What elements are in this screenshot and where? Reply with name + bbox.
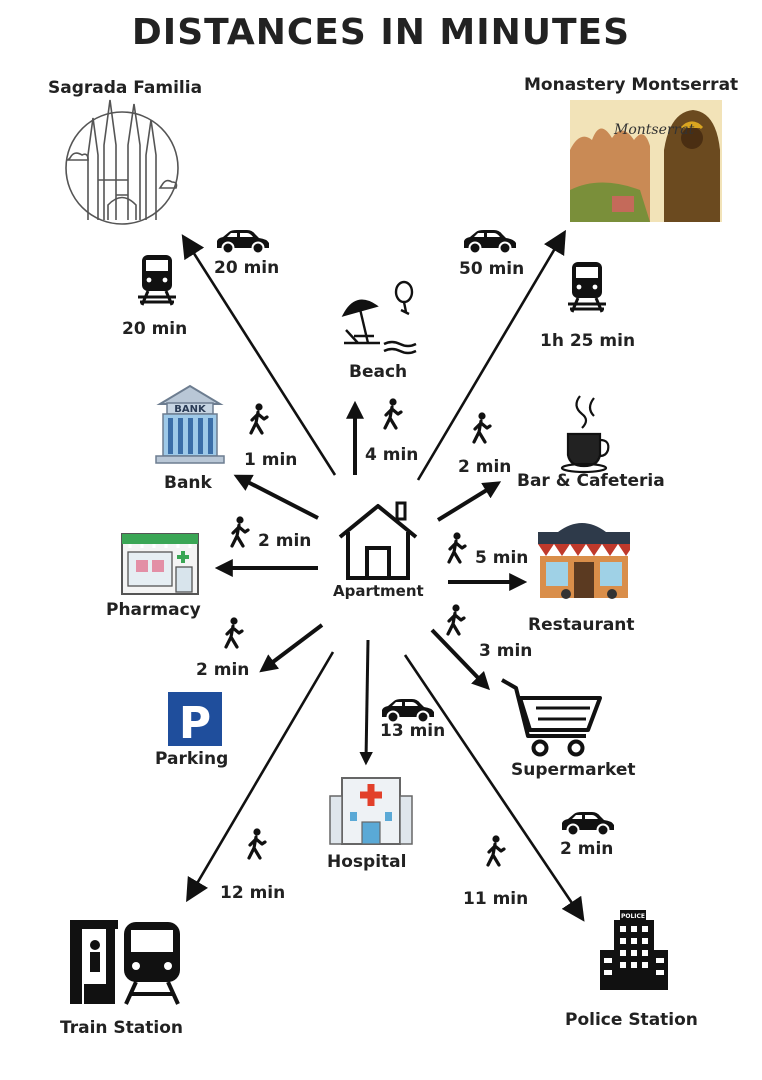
parking-sign-icon: P bbox=[168, 692, 222, 749]
arrow-parking bbox=[259, 623, 324, 673]
car-icon-montserrat bbox=[463, 229, 517, 255]
time-restaurant-walk: 5 min bbox=[475, 548, 529, 568]
car-icon-police bbox=[561, 811, 615, 837]
bank-building-icon: BANK bbox=[155, 384, 225, 464]
police-sign-text: POLICE bbox=[621, 913, 645, 920]
arrow-montserrat bbox=[416, 229, 566, 481]
time-train-station-walk: 12 min bbox=[220, 883, 286, 903]
label-police-station: Police Station bbox=[565, 1010, 698, 1030]
walker-icon-beach bbox=[383, 396, 403, 430]
label-train-station: Train Station bbox=[60, 1018, 184, 1038]
restaurant-storefront-icon bbox=[538, 523, 630, 599]
time-pharmacy-walk: 2 min bbox=[258, 531, 312, 551]
arrow-bank bbox=[233, 474, 319, 520]
house-icon bbox=[338, 501, 418, 580]
car-icon-hospital bbox=[381, 698, 435, 724]
time-bank-walk: 1 min bbox=[244, 450, 298, 470]
time-sagrada-car: 20 min bbox=[214, 258, 280, 278]
label-parking: Parking bbox=[155, 749, 229, 769]
walker-icon-parking bbox=[224, 615, 244, 649]
label-monastery-montserrat: Monastery Montserrat bbox=[524, 75, 739, 95]
time-police-walk: 11 min bbox=[463, 889, 529, 909]
car-icon-sagrada bbox=[216, 229, 270, 255]
hospital-building-icon bbox=[329, 777, 413, 845]
walker-icon-bank bbox=[249, 401, 269, 435]
montserrat-painting-icon bbox=[570, 100, 722, 222]
arrows bbox=[181, 229, 585, 922]
label-supermarket: Supermarket bbox=[511, 760, 636, 780]
coffee-cup-icon bbox=[560, 395, 610, 474]
label-bar-cafeteria: Bar & Cafeteria bbox=[517, 471, 665, 491]
montserrat-painting-caption: Montserrat bbox=[614, 122, 695, 138]
walker-icon-restaurant bbox=[447, 530, 467, 564]
bank-sign-text: BANK bbox=[174, 404, 207, 415]
arrow-sagrada bbox=[181, 234, 337, 476]
time-beach-walk: 4 min bbox=[365, 445, 419, 465]
time-supermarket-walk: 3 min bbox=[479, 641, 533, 661]
walker-icon-pharmacy bbox=[230, 514, 250, 548]
label-restaurant: Restaurant bbox=[528, 615, 635, 635]
label-hospital: Hospital bbox=[327, 852, 407, 872]
parking-sign-letter: P bbox=[179, 698, 211, 749]
walker-icon-supermarket bbox=[446, 602, 466, 636]
time-sagrada-train: 20 min bbox=[122, 319, 188, 339]
arrow-train-station bbox=[186, 651, 335, 903]
label-sagrada-familia: Sagrada Familia bbox=[48, 78, 203, 98]
walker-icon-police bbox=[486, 833, 506, 867]
label-beach: Beach bbox=[349, 362, 408, 382]
label-bank: Bank bbox=[164, 473, 212, 493]
label-apartment: Apartment bbox=[333, 582, 424, 600]
time-montserrat-car: 50 min bbox=[459, 259, 525, 279]
beach-umbrella-icon bbox=[341, 280, 417, 355]
train-icon-montserrat bbox=[566, 260, 608, 314]
time-police-car: 2 min bbox=[560, 839, 614, 859]
arrow-hospital bbox=[359, 639, 373, 766]
walker-icon-bar bbox=[472, 410, 492, 444]
arrow-bar bbox=[436, 481, 502, 522]
page-title: DISTANCES IN MINUTES bbox=[131, 12, 631, 53]
arrow-supermarket bbox=[430, 628, 490, 691]
arrow-police bbox=[403, 654, 585, 922]
time-bar-walk: 2 min bbox=[458, 457, 512, 477]
pharmacy-shop-icon bbox=[121, 533, 199, 595]
time-hospital-car: 13 min bbox=[380, 721, 446, 741]
train-icon-sagrada bbox=[136, 253, 178, 307]
police-building-icon: POLICE bbox=[600, 910, 668, 990]
train-station-icon bbox=[70, 920, 180, 1005]
walker-icon-train-station bbox=[247, 826, 267, 860]
label-pharmacy: Pharmacy bbox=[106, 600, 201, 620]
time-parking-walk: 2 min bbox=[196, 660, 250, 680]
time-montserrat-train: 1h 25 min bbox=[540, 331, 636, 351]
sagrada-familia-icon bbox=[65, 99, 179, 225]
shopping-cart-icon bbox=[501, 678, 602, 757]
